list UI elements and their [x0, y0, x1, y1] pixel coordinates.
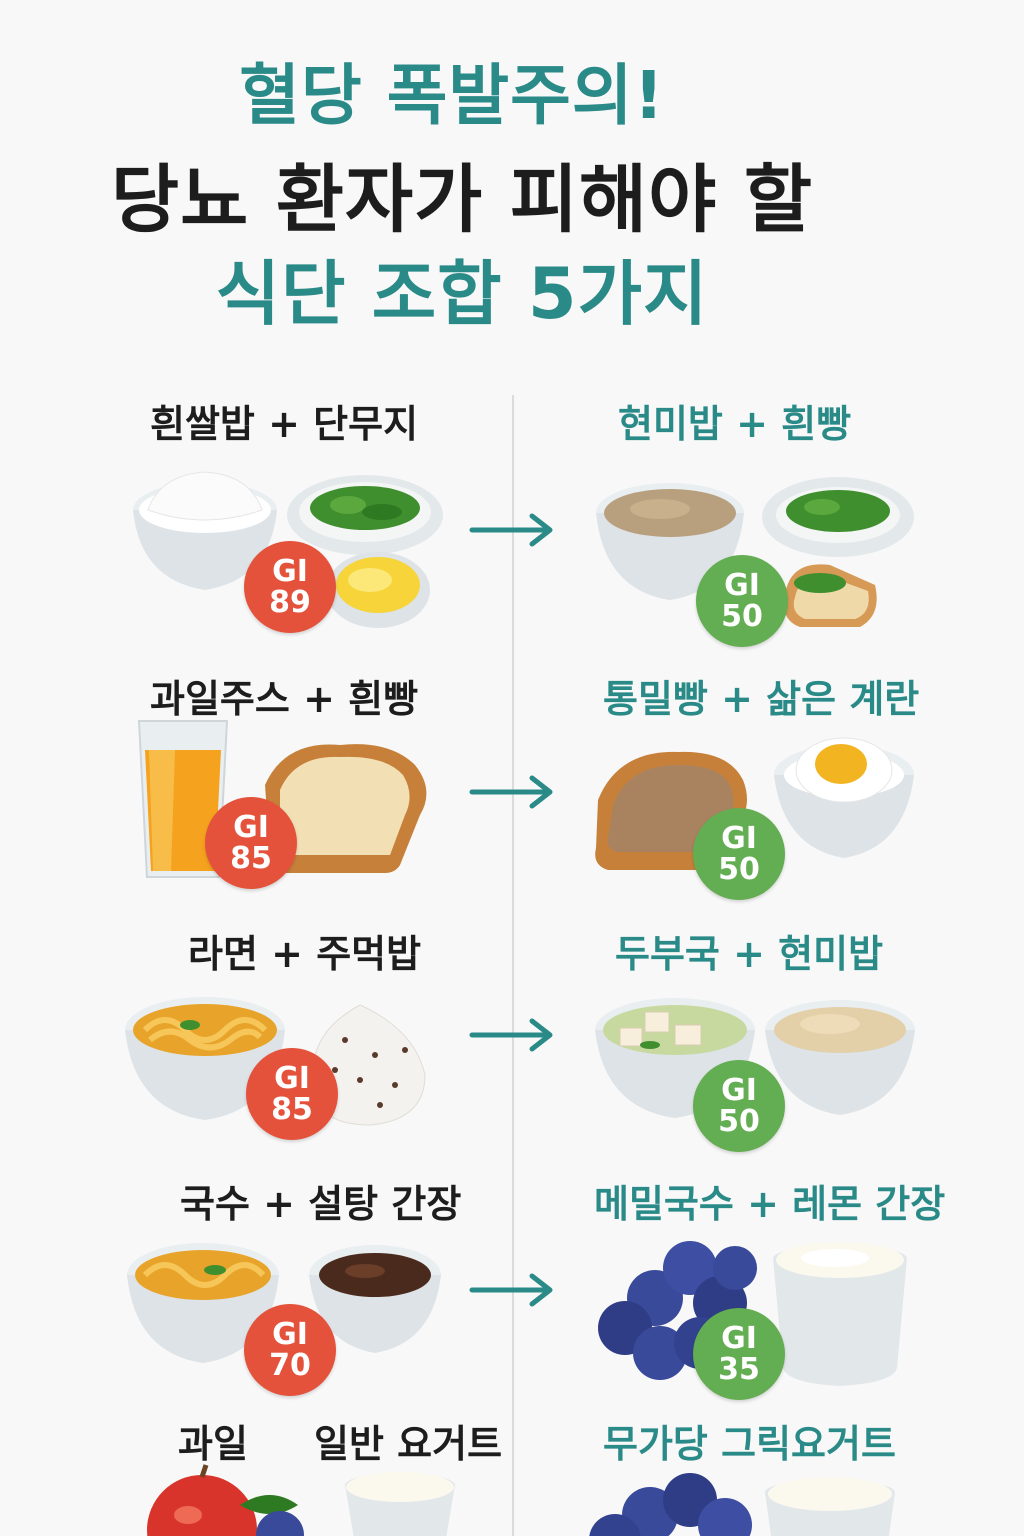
white-rice-pickled-radish-illustration — [133, 471, 443, 628]
center-divider — [512, 395, 514, 1536]
row4-bad-gi-value: 70 — [269, 1348, 311, 1383]
row2-good-gi-value: 50 — [718, 852, 760, 887]
row3-good-gi-label: GI — [721, 1073, 757, 1108]
row2-good-gi-label: GI — [721, 821, 757, 856]
row1-good-gi-value: 50 — [721, 599, 763, 634]
row1-arrow-icon — [469, 513, 553, 547]
row4-arrow-icon — [469, 1273, 553, 1307]
row2-good-gi-badge: GI 50 — [693, 808, 785, 900]
title-line-2: 당뇨 환자가 피해야 할 — [110, 157, 813, 243]
blueberries-greek-yogurt-illustration — [589, 1473, 895, 1536]
row3-bad-gi-label: GI — [274, 1061, 310, 1096]
fruit-regular-yogurt-illustration — [147, 1464, 455, 1536]
row4-bad-gi-label: GI — [272, 1317, 308, 1352]
row3-arrow-icon — [469, 1018, 553, 1052]
row1-bad-label: 흰쌀밥 + 단무지 — [150, 402, 419, 446]
row4-bad-gi-badge: GI 70 — [244, 1304, 336, 1396]
row3-good-gi-badge: GI 50 — [693, 1060, 785, 1152]
row2-bad-gi-badge: GI 85 — [205, 797, 297, 889]
row2-good-label: 통밀빵 + 삶은 계란 — [603, 677, 920, 721]
row4-good-gi-badge: GI 35 — [693, 1308, 785, 1400]
row2-bad-gi-label: GI — [233, 810, 269, 845]
row1-bad-gi-value: 89 — [269, 585, 311, 620]
title-line-1: 혈당 폭발주의! — [239, 57, 665, 134]
row2-arrow-icon — [469, 775, 553, 809]
row5-bad-label-b: 일반 요거트 — [314, 1422, 503, 1466]
row3-bad-gi-badge: GI 85 — [246, 1048, 338, 1140]
title-line-3: 식단 조합 5가지 — [215, 253, 709, 335]
row1-good-label: 현미밥 + 흰빵 — [618, 402, 852, 446]
blueberries-yogurt-illustration — [598, 1241, 907, 1386]
row5-bad-label-a: 과일 — [178, 1422, 248, 1466]
row1-bad-gi-label: GI — [272, 554, 308, 589]
whole-wheat-bread-boiled-egg-illustration — [595, 737, 914, 870]
row1-good-gi-label: GI — [724, 568, 760, 603]
row1-bad-gi-badge: GI 89 — [244, 541, 336, 633]
row4-good-gi-label: GI — [721, 1321, 757, 1356]
row5-good-label: 무가당 그릭요거트 — [603, 1422, 896, 1466]
row1-good-gi-badge: GI 50 — [696, 555, 788, 647]
row2-bad-gi-value: 85 — [230, 841, 272, 876]
row4-good-gi-value: 35 — [718, 1352, 760, 1387]
fruit-juice-white-bread-illustration — [137, 720, 427, 878]
ramen-rice-ball-illustration — [125, 997, 426, 1126]
row3-good-gi-value: 50 — [718, 1104, 760, 1139]
row3-bad-gi-value: 85 — [271, 1092, 313, 1127]
noodles-sugar-soy-sauce-illustration — [127, 1243, 441, 1363]
row3-good-label: 두부국 + 현미밥 — [615, 932, 884, 976]
brown-rice-bread-illustration — [596, 477, 914, 627]
row3-bad-label: 라면 + 주먹밥 — [188, 932, 422, 976]
row4-good-label: 메밀국수 + 레몬 간장 — [594, 1182, 946, 1226]
row2-bad-label: 과일주스 + 흰빵 — [150, 677, 419, 721]
row4-bad-label: 국수 + 설탕 간장 — [180, 1182, 462, 1226]
